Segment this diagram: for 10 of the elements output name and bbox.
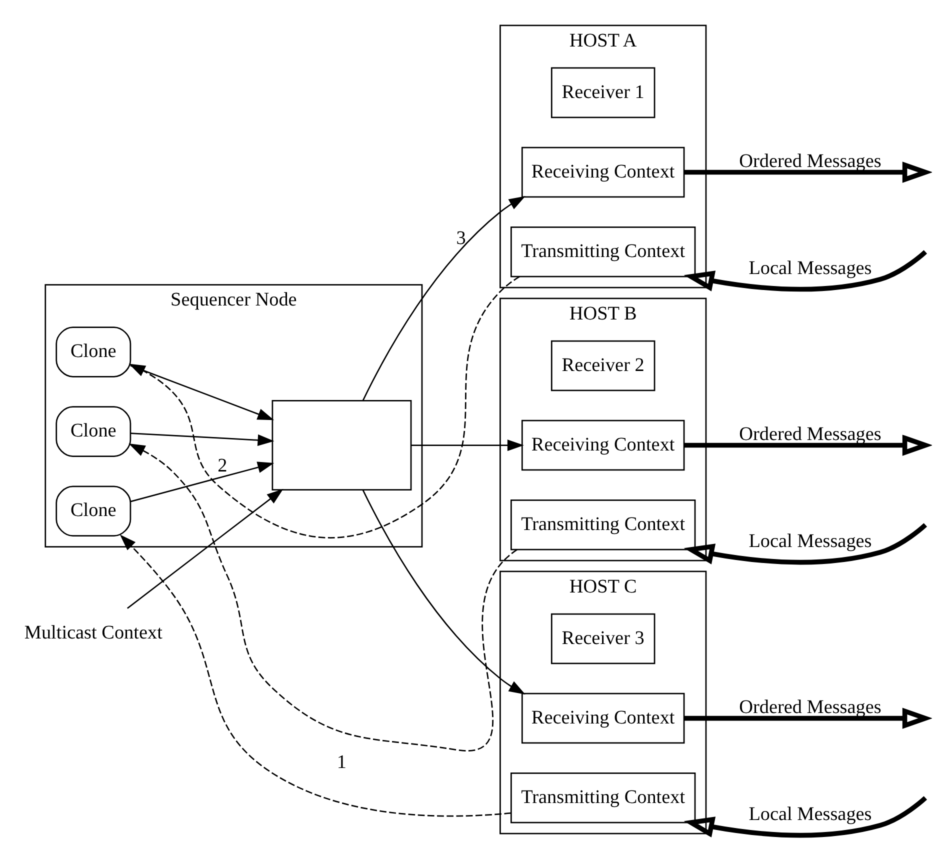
edge-label: 3: [456, 227, 466, 248]
edge-label: 1: [336, 751, 346, 772]
edge-label: Ordered Messages: [738, 150, 881, 172]
edge-label: Local Messages: [748, 530, 872, 552]
node-text: Multicast Context: [24, 622, 162, 643]
edge-label: Ordered Messages: [738, 424, 881, 445]
edge-label: Local Messages: [748, 258, 872, 279]
edge-label: 2: [217, 455, 227, 476]
edge-label: Ordered Messages: [738, 696, 881, 718]
edge-label: Local Messages: [748, 804, 872, 825]
